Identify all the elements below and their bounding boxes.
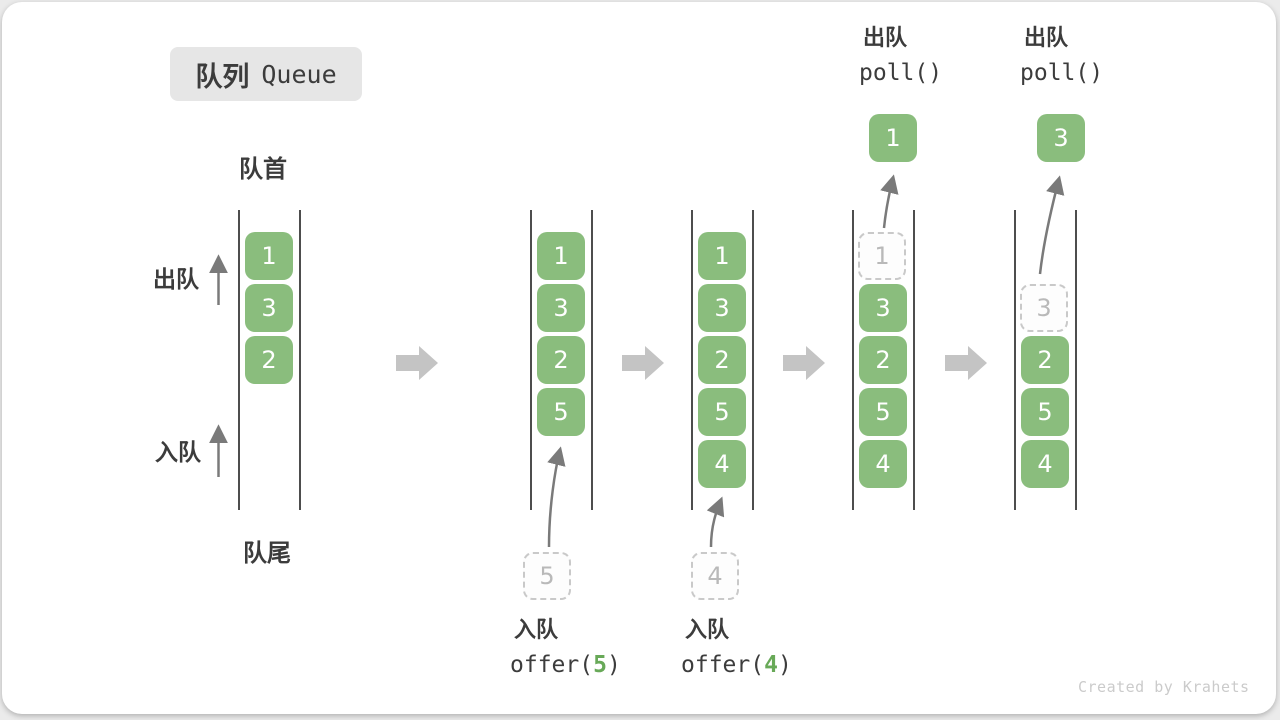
queue-cell: 2 [698, 336, 746, 384]
incoming-value-box: 5 [523, 552, 571, 600]
dequeue-code: poll() [1020, 60, 1104, 86]
code-fn: offer( [681, 652, 765, 678]
queue-wall-left [530, 210, 532, 510]
queue-cell: 3 [859, 284, 907, 332]
enqueue-label: 入队 [514, 617, 559, 642]
enqueue-code: offer(5) [510, 654, 621, 677]
outgoing-value-box: 3 [1037, 114, 1085, 162]
queue-wall-right [1075, 210, 1077, 510]
state-transition-arrow-icon [945, 346, 987, 380]
queue-cell: 1 [537, 232, 585, 280]
queue-cell: 5 [537, 388, 585, 436]
queue-cell: 5 [1021, 388, 1069, 436]
queue-wall-right [299, 210, 301, 510]
queue-cell: 4 [859, 440, 907, 488]
queue-cell: 1 [698, 232, 746, 280]
outgoing-value-box: 1 [869, 114, 917, 162]
enqueue-operation: 入队 offer(4) [681, 619, 792, 677]
queue-cell: 4 [698, 440, 746, 488]
enqueue-arrow-icon [547, 446, 566, 548]
queue-cell: 1 [245, 232, 293, 280]
queue-wall-left [852, 210, 854, 510]
state-transition-arrow-icon [396, 346, 438, 380]
queue-wall-right [591, 210, 593, 510]
dequeue-operation: 出队 poll() [1020, 27, 1103, 85]
label-queue-rear: 队尾 [243, 540, 291, 567]
queue-cell: 3 [698, 284, 746, 332]
title-badge: 队列 Queue [170, 47, 362, 101]
code-fn: offer( [510, 652, 594, 678]
dequeue-label: 出队 [1024, 25, 1069, 50]
label-queue-front: 队首 [239, 156, 287, 183]
enqueue-label: 入队 [685, 617, 730, 642]
code-arg: 5 [593, 652, 607, 678]
state-transition-arrow-icon [783, 346, 825, 380]
queue-cell: 5 [698, 388, 746, 436]
queue-wall-left [1014, 210, 1016, 510]
removed-slot-box: 1 [858, 232, 906, 280]
state-transition-arrow-icon [622, 346, 664, 380]
dequeue-label: 出队 [863, 25, 908, 50]
label-enqueue-side: 入队 [155, 439, 201, 465]
label-dequeue-side: 出队 [153, 266, 199, 292]
removed-slot-box: 3 [1020, 284, 1068, 332]
dequeue-operation: 出队 poll() [859, 27, 942, 85]
queue-wall-left [691, 210, 693, 510]
title-zh: 队列 [195, 61, 250, 92]
queue-wall-right [752, 210, 754, 510]
queue-cell: 2 [245, 336, 293, 384]
queue-cell: 3 [537, 284, 585, 332]
title-en: Queue [261, 59, 337, 89]
code-close: ) [777, 652, 792, 678]
enqueue-arrow-icon [706, 496, 725, 548]
incoming-value-box: 4 [691, 552, 739, 600]
dequeue-arrow-icon [1038, 175, 1065, 275]
enqueue-operation: 入队 offer(5) [510, 619, 621, 677]
watermark: Created by Krahets [1078, 678, 1250, 696]
queue-cell: 2 [1021, 336, 1069, 384]
queue-wall-right [913, 210, 915, 510]
queue-cell: 2 [537, 336, 585, 384]
dequeue-code: poll() [859, 60, 943, 86]
code-close: ) [606, 652, 621, 678]
enqueue-code: offer(4) [681, 654, 792, 677]
code-arg: 4 [764, 652, 778, 678]
queue-wall-left [238, 210, 240, 510]
queue-cell: 5 [859, 388, 907, 436]
queue-cell: 2 [859, 336, 907, 384]
queue-cell: 4 [1021, 440, 1069, 488]
queue-cell: 3 [245, 284, 293, 332]
dequeue-arrow-icon [880, 174, 899, 229]
